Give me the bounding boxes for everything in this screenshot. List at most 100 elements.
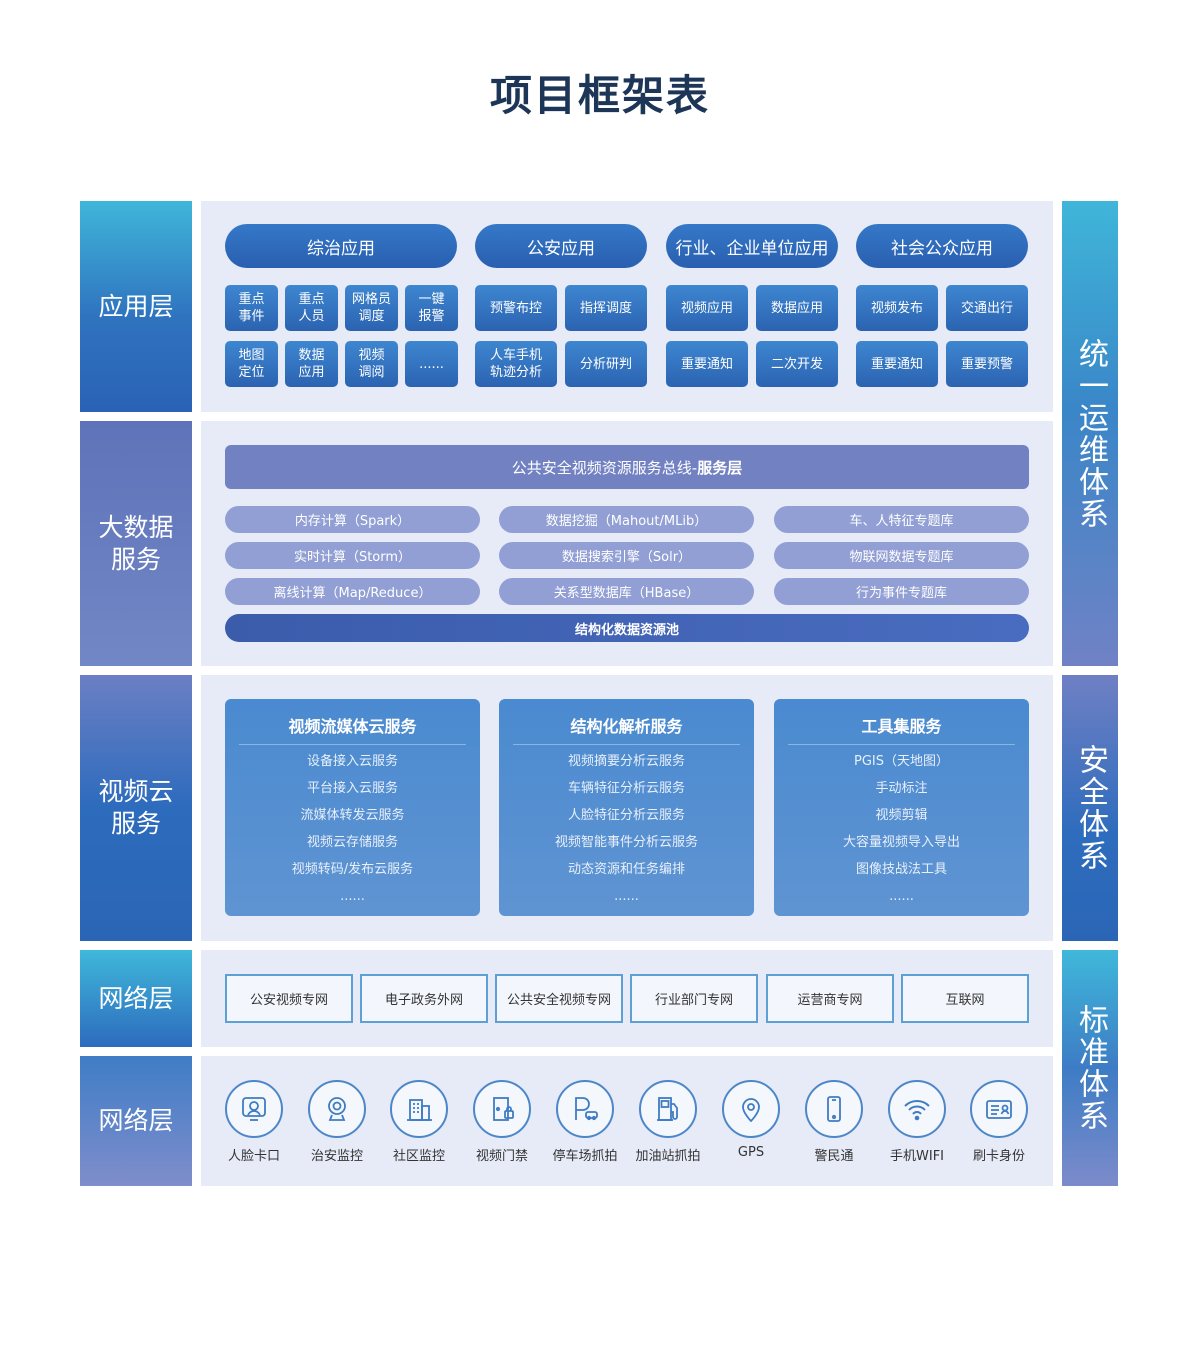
terminal-device: 视频门禁 — [467, 1080, 537, 1164]
service-item: 视频智能事件分析云服务 — [554, 835, 698, 850]
service-item: ...... — [614, 889, 639, 904]
service-item: 视频云存储服务 — [306, 835, 398, 850]
location-pin-icon — [722, 1080, 780, 1138]
service-card: 视频流媒体云服务 设备接入云服务 平台接入云服务 流媒体转发云服务 视频云存储服… — [225, 699, 480, 916]
app-item: 重要预警 — [946, 341, 1028, 387]
system-security: 安全体系 — [1062, 675, 1118, 941]
app-item: 数据 应用 — [285, 341, 338, 387]
face-checkpoint-icon — [225, 1080, 283, 1138]
terminal-device: 人脸卡口 — [219, 1080, 289, 1164]
service-item: 视频摘要分析云服务 — [567, 754, 685, 769]
service-item: 车辆特征分析云服务 — [567, 781, 685, 796]
device-label: 手机WIFI — [890, 1149, 944, 1164]
device-label: 人脸卡口 — [227, 1149, 280, 1164]
service-item: 动态资源和任务编排 — [567, 862, 685, 877]
network-item: 公共安全视频专网 — [495, 974, 623, 1023]
page-title: 项目框架表 — [489, 71, 710, 120]
divider — [788, 744, 1015, 745]
terminal-device: 刷卡身份 — [964, 1080, 1034, 1164]
terminal-device: 手机WIFI — [882, 1080, 952, 1164]
network-item: 电子政务外网 — [360, 974, 488, 1023]
service-item: 人脸特征分析云服务 — [567, 808, 685, 823]
app-item: 分析研判 — [565, 341, 647, 387]
layer-label-terminal: 网络层 — [80, 1056, 192, 1186]
structured-data-pool: 结构化数据资源池 — [225, 614, 1029, 642]
bigdata-item: 数据挖掘（Mahout/MLib） — [499, 506, 754, 533]
terminal-device: 停车场抓拍 — [550, 1080, 620, 1164]
service-item: 手动标注 — [875, 781, 928, 796]
bigdata-item: 车、人特征专题库 — [774, 506, 1029, 533]
app-item: 视频应用 — [666, 285, 748, 331]
service-card-title: 结构化解析服务 — [570, 717, 683, 736]
bigdata-item: 关系型数据库（HBase） — [499, 578, 754, 605]
service-card: 工具集服务 PGIS（天地图） 手动标注 视频剪辑 大容量视频导入导出 图像技战… — [774, 699, 1029, 916]
bigdata-item: 行为事件专题库 — [774, 578, 1029, 605]
building-icon — [390, 1080, 448, 1138]
fuel-pump-icon — [639, 1080, 697, 1138]
app-item: 二次开发 — [756, 341, 838, 387]
app-item: 指挥调度 — [565, 285, 647, 331]
system-standard: 标准体系 — [1062, 950, 1118, 1186]
app-item: 重要通知 — [666, 341, 748, 387]
app-item: 重点 人员 — [285, 285, 338, 331]
app-item: 视频 调阅 — [345, 341, 398, 387]
service-item: 图像技战法工具 — [855, 862, 947, 877]
app-item: 预警布控 — [475, 285, 557, 331]
device-label: 视频门禁 — [475, 1149, 528, 1164]
device-label: 刷卡身份 — [972, 1149, 1025, 1164]
app-item: 网格员 调度 — [345, 285, 398, 331]
network-item: 行业部门专网 — [630, 974, 758, 1023]
terminal-device: GPS — [716, 1080, 786, 1160]
door-lock-icon — [473, 1080, 531, 1138]
divider — [513, 744, 740, 745]
app-item: 重点 事件 — [225, 285, 278, 331]
terminal-device: 治安监控 — [302, 1080, 372, 1164]
app-item: 重要通知 — [856, 341, 938, 387]
layer-label-video-cloud: 视频云 服务 — [80, 675, 192, 941]
layer-label-bigdata: 大数据 服务 — [80, 421, 192, 666]
network-item: 互联网 — [901, 974, 1029, 1023]
terminal-device: 警民通 — [799, 1080, 869, 1164]
id-card-icon — [970, 1080, 1028, 1138]
service-bus-bold: 服务层 — [697, 458, 743, 477]
service-card: 结构化解析服务 视频摘要分析云服务 车辆特征分析云服务 人脸特征分析云服务 视频… — [499, 699, 754, 916]
mobile-phone-icon — [805, 1080, 863, 1138]
bigdata-item: 离线计算（Map/Reduce） — [225, 578, 480, 605]
bigdata-item: 实时计算（Storm） — [225, 542, 480, 569]
app-group-header: 公安应用 — [475, 224, 647, 268]
service-item: ...... — [340, 889, 365, 904]
bigdata-item: 数据搜索引擎（Solr） — [499, 542, 754, 569]
service-item: 视频转码/发布云服务 — [291, 862, 414, 877]
device-label: 治安监控 — [310, 1149, 363, 1164]
app-item: 一键 报警 — [405, 285, 458, 331]
service-item: 设备接入云服务 — [306, 754, 398, 769]
app-group-header: 行业、企业单位应用 — [666, 224, 838, 268]
system-ops: 统一运维体系 — [1062, 201, 1118, 666]
service-card-title: 工具集服务 — [861, 717, 942, 736]
app-item: 交通出行 — [946, 285, 1028, 331]
app-item: 视频发布 — [856, 285, 938, 331]
app-group-header: 综治应用 — [225, 224, 457, 268]
service-item: ...... — [889, 889, 914, 904]
network-item: 公安视频专网 — [225, 974, 353, 1023]
device-label: 警民通 — [814, 1149, 854, 1164]
service-item: 流媒体转发云服务 — [300, 808, 405, 823]
service-bus: 公共安全视频资源服务总线-服务层 — [225, 445, 1029, 489]
parking-icon — [556, 1080, 614, 1138]
terminal-device: 社区监控 — [384, 1080, 454, 1164]
service-item: 平台接入云服务 — [306, 781, 398, 796]
service-item: 视频剪辑 — [875, 808, 928, 823]
bigdata-item: 内存计算（Spark） — [225, 506, 480, 533]
service-card-title: 视频流媒体云服务 — [288, 717, 417, 736]
device-label: GPS — [737, 1145, 765, 1160]
divider — [239, 744, 466, 745]
app-item: 地图 定位 — [225, 341, 278, 387]
network-item: 运营商专网 — [766, 974, 894, 1023]
device-label: 加油站抓拍 — [635, 1149, 701, 1164]
service-bus-prefix: 公共安全视频资源服务总线- — [511, 458, 698, 477]
webcam-icon — [308, 1080, 366, 1138]
app-item: 人车手机 轨迹分析 — [475, 341, 557, 387]
service-item: 大容量视频导入导出 — [842, 835, 960, 850]
bigdata-item: 物联网数据专题库 — [774, 542, 1029, 569]
service-item: PGIS（天地图） — [854, 754, 949, 769]
